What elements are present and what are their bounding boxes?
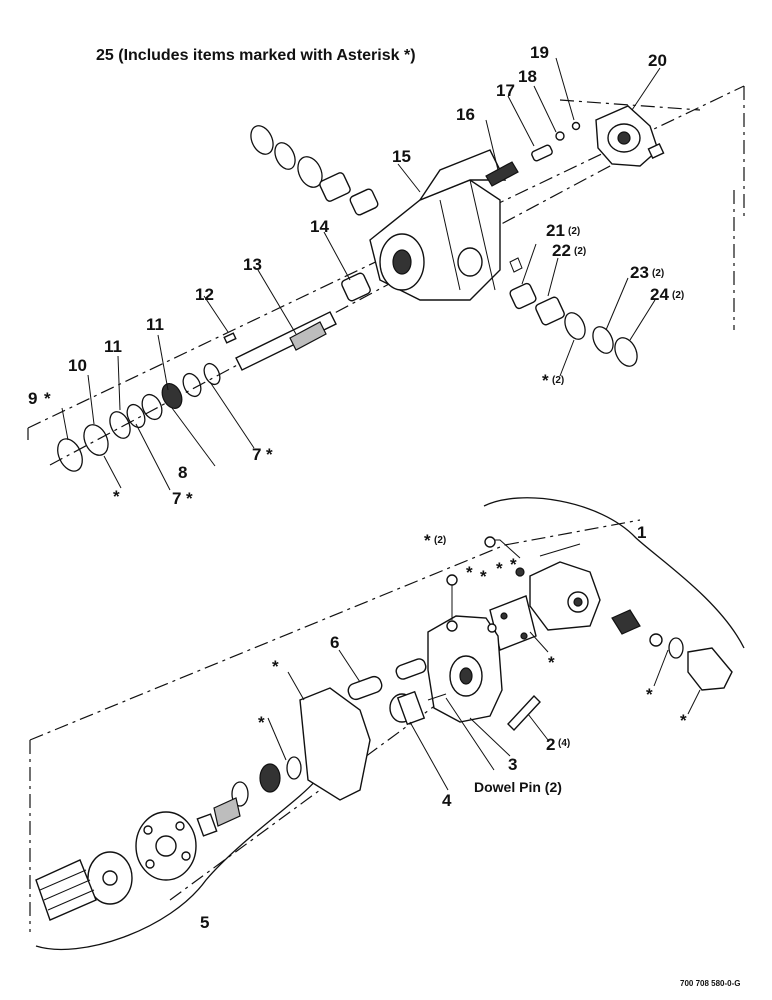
asterisk-v2: * xyxy=(480,567,487,586)
lower-boundary xyxy=(29,519,641,932)
spring-16 xyxy=(485,161,519,187)
callout-17: 17 xyxy=(496,81,515,100)
valve-block xyxy=(484,536,733,691)
callout-3: 3 xyxy=(508,755,517,774)
callout-2: 2 xyxy=(546,735,555,754)
callout-8: 8 xyxy=(178,463,187,482)
left-ring-stack xyxy=(57,362,221,472)
callout-15: 15 xyxy=(392,147,411,166)
callout-4: 4 xyxy=(442,791,452,810)
asterisk-cap: * xyxy=(424,531,431,550)
asterisk-seal: * xyxy=(542,371,549,390)
dowel-pin xyxy=(427,693,447,701)
asterisk-v1: * xyxy=(466,563,473,582)
qty-23: (2) xyxy=(652,268,664,279)
callout-1: 1 xyxy=(637,523,646,542)
callout-7a: 7 xyxy=(172,489,181,508)
bearing-14 xyxy=(341,272,371,302)
key-12 xyxy=(223,332,237,344)
plunger-17 xyxy=(531,144,553,162)
ball-19 xyxy=(571,121,581,131)
callout-5: 5 xyxy=(200,913,209,932)
callout-24: 24 xyxy=(650,285,669,304)
callout-10: 10 xyxy=(68,356,87,375)
screw-2 xyxy=(507,694,541,732)
top-left-rings xyxy=(250,125,379,216)
callout-16: 16 xyxy=(456,105,475,124)
rotating-group xyxy=(35,756,302,921)
pin-6 xyxy=(347,675,383,701)
asterisk-ring: * xyxy=(258,713,265,732)
drawing-code: 700 708 580-0-G xyxy=(680,979,741,988)
callout-11b: 11 xyxy=(146,315,164,334)
asterisk-v4: * xyxy=(510,555,517,574)
ring-18 xyxy=(555,131,565,141)
port-plate-3 xyxy=(427,574,503,723)
drive-shaft xyxy=(235,311,337,371)
callout-14: 14 xyxy=(310,217,329,236)
gasket xyxy=(299,687,371,801)
callout-9: 9 xyxy=(28,389,37,408)
callout-13: 13 xyxy=(243,255,262,274)
callout-22: 22 xyxy=(552,241,571,260)
qty-24: (2) xyxy=(672,290,684,301)
asterisk-v3: * xyxy=(496,559,503,578)
asterisk-plug: * xyxy=(680,711,687,730)
upper-callouts: 9 * 10 11 11 12 13 14 15 16 17 18 19 20 … xyxy=(28,43,684,508)
callout-19: 19 xyxy=(530,43,549,62)
callout-18: 18 xyxy=(518,67,537,86)
asterisk-10: * xyxy=(113,487,120,506)
lower-callouts: 1 * (2) * * * * * * * 6 * * 2 (4) 3 Dowe… xyxy=(200,523,687,932)
callout-11a: 11 xyxy=(104,337,122,356)
asterisk-gasket: * xyxy=(272,657,279,676)
callout-20: 20 xyxy=(648,51,667,70)
dowel-pin-label: Dowel Pin (2) xyxy=(474,779,562,795)
callout-23: 23 xyxy=(630,263,649,282)
asterisk-9: * xyxy=(44,389,51,408)
asterisk-plate: * xyxy=(548,653,555,672)
asterisk-7b: * xyxy=(266,445,273,464)
diagram-title: 25 (Includes items marked with Asterisk … xyxy=(96,47,416,64)
brace-5 xyxy=(35,779,317,950)
lower-leaders xyxy=(267,631,701,791)
asterisk-oring: * xyxy=(646,685,653,704)
pump-housing xyxy=(369,149,507,301)
end-cap-20 xyxy=(595,105,665,167)
qty-22: (2) xyxy=(574,246,586,257)
asterisk-7a: * xyxy=(186,489,193,508)
callout-6: 6 xyxy=(330,633,339,652)
upper-leaders xyxy=(61,57,661,491)
callout-7b: 7 xyxy=(252,445,261,464)
brace-1 xyxy=(483,497,745,649)
upper-centerline xyxy=(49,149,641,466)
right-parts xyxy=(509,257,638,367)
callout-12: 12 xyxy=(195,285,214,304)
qty-21: (2) xyxy=(568,226,580,237)
qty-seal: (2) xyxy=(552,375,564,386)
bushing-4 xyxy=(389,658,427,726)
qty-cap: (2) xyxy=(434,535,446,546)
callout-21: 21 xyxy=(546,221,565,240)
qty-2: (4) xyxy=(558,738,570,749)
